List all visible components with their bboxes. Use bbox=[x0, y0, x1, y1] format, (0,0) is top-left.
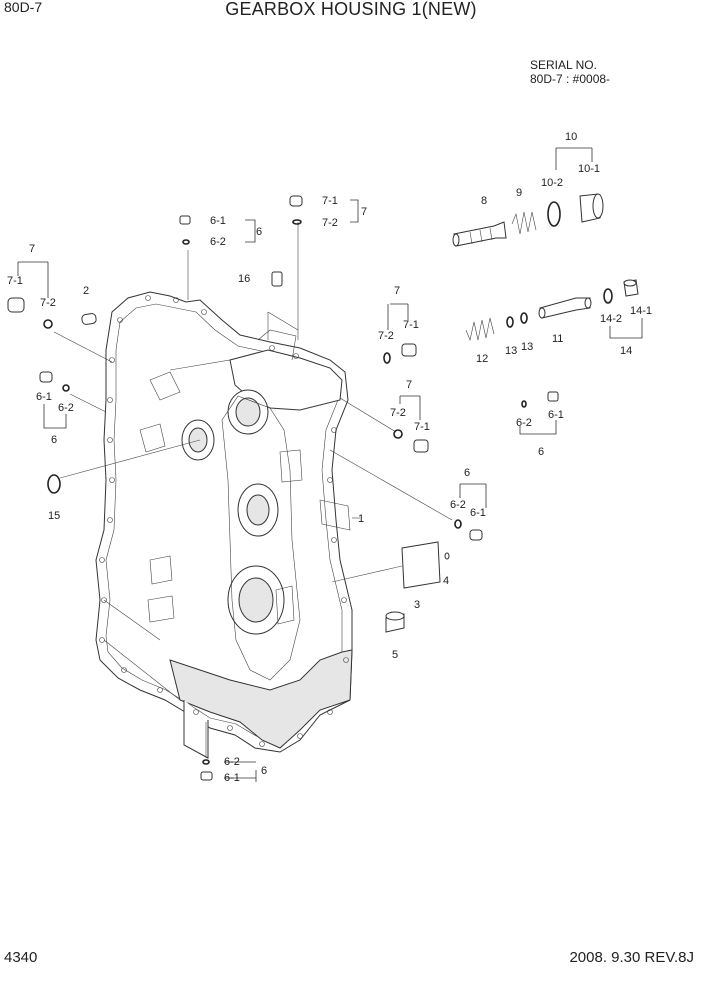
callout-6-2-top: 6-2 bbox=[210, 236, 226, 248]
spool-11 bbox=[539, 297, 591, 319]
date-revision: 2008. 9.30 REV.8J bbox=[569, 949, 694, 966]
callout-3: 3 bbox=[414, 599, 420, 611]
callout-2: 2 bbox=[83, 285, 89, 297]
plug-6-1-right bbox=[547, 391, 559, 402]
callout-7-1-lower: 7-1 bbox=[414, 421, 430, 433]
callout-9: 9 bbox=[516, 187, 522, 199]
oring-6-2-top bbox=[182, 239, 190, 245]
model-code: 80D-7 bbox=[4, 0, 43, 15]
callout-6-1-lowright: 6-1 bbox=[470, 507, 486, 519]
cover-plate-3 bbox=[401, 541, 441, 589]
oring-6-2-lowright bbox=[454, 519, 462, 529]
oring-7-2-left bbox=[43, 319, 53, 329]
callout-5: 5 bbox=[392, 649, 398, 661]
oring-10-2 bbox=[547, 201, 561, 227]
plug-7-1-mid bbox=[401, 343, 417, 357]
plug-7-1-left bbox=[7, 297, 25, 313]
callout-6-lowright: 6 bbox=[464, 467, 470, 479]
oring-13a bbox=[506, 316, 514, 328]
callout-7-1-top: 7-1 bbox=[322, 195, 338, 207]
callout-15: 15 bbox=[48, 510, 60, 522]
plug-4 bbox=[444, 552, 450, 560]
callout-14-2: 14-2 bbox=[600, 313, 622, 325]
oring-7-2-lower bbox=[393, 429, 403, 439]
callout-7-1-left: 7-1 bbox=[7, 275, 23, 287]
page-title: GEARBOX HOUSING 1(NEW) bbox=[225, 0, 477, 19]
page-number: 4340 bbox=[4, 949, 38, 966]
callout-13a: 13 bbox=[505, 345, 517, 357]
callout-16: 16 bbox=[238, 273, 250, 285]
gearbox-housing-illustration bbox=[95, 291, 353, 759]
dowel-pin-2 bbox=[81, 313, 97, 325]
callout-4: 4 bbox=[443, 575, 449, 587]
callout-13b: 13 bbox=[521, 341, 533, 353]
callout-11: 11 bbox=[552, 333, 563, 345]
leader-lines bbox=[53, 222, 453, 758]
serial-value: 80D-7 : #0008- bbox=[530, 72, 611, 86]
plug-7-1-lower bbox=[413, 439, 429, 453]
plug-6-1-lowright bbox=[469, 529, 483, 541]
callout-7-1-mid: 7-1 bbox=[403, 319, 419, 331]
callout-brackets bbox=[17, 147, 643, 782]
callout-6-right: 6 bbox=[538, 446, 544, 458]
plug-6-1-top bbox=[179, 215, 191, 225]
callout-7-mid: 7 bbox=[394, 285, 400, 297]
callout-7-2-top: 7-2 bbox=[322, 217, 338, 229]
oring-6-2-left bbox=[62, 384, 70, 392]
oring-7-2-mid bbox=[383, 352, 391, 364]
callout-6-1-left: 6-1 bbox=[36, 391, 52, 403]
callout-labels: 1 2 3 4 5 7 7-1 7-2 6-1 6-2 6 16 7-1 7-2… bbox=[7, 131, 652, 784]
callout-6-2-right: 6-2 bbox=[516, 417, 532, 429]
oring-7-2-top bbox=[292, 219, 302, 225]
plug-16 bbox=[271, 271, 283, 287]
callout-7-lower: 7 bbox=[406, 379, 412, 391]
callout-6-top: 6 bbox=[256, 226, 262, 238]
callout-7-top: 7 bbox=[361, 206, 367, 218]
spring-12 bbox=[465, 317, 495, 342]
callout-7-2-left: 7-2 bbox=[40, 297, 56, 309]
callout-1: 1 bbox=[358, 513, 364, 525]
plug-6-1-left bbox=[39, 371, 53, 383]
callout-6-1-top: 6-1 bbox=[210, 215, 226, 227]
oring-13b bbox=[520, 312, 528, 324]
callout-10: 10 bbox=[565, 131, 577, 143]
callout-6-bottom: 6 bbox=[261, 765, 267, 777]
callout-8: 8 bbox=[481, 195, 487, 207]
callout-6-2-left: 6-2 bbox=[58, 402, 74, 414]
callout-10-1: 10-1 bbox=[578, 163, 600, 175]
oring-6-2-bottom bbox=[202, 759, 210, 765]
callout-6-1-right: 6-1 bbox=[548, 409, 564, 421]
callout-10-2: 10-2 bbox=[541, 177, 563, 189]
callout-14-1: 14-1 bbox=[630, 305, 652, 317]
callout-6-2-lowright: 6-2 bbox=[450, 499, 466, 511]
callout-14: 14 bbox=[620, 345, 632, 357]
valve-8 bbox=[453, 221, 507, 247]
spring-9 bbox=[511, 211, 537, 235]
oring-6-2-right bbox=[521, 400, 527, 408]
callout-7-left: 7 bbox=[29, 243, 35, 255]
plug-7-1-top bbox=[289, 195, 303, 207]
callout-7-2-lower: 7-2 bbox=[390, 407, 406, 419]
callout-12: 12 bbox=[476, 353, 488, 365]
small-parts bbox=[7, 193, 639, 781]
callout-6-left: 6 bbox=[51, 434, 57, 446]
serial-label: SERIAL NO. bbox=[530, 58, 597, 72]
callout-7-2-mid: 7-2 bbox=[378, 330, 394, 342]
oring-15 bbox=[47, 474, 61, 494]
oring-14-2 bbox=[603, 288, 613, 304]
callout-6-2-bottom: 6-2 bbox=[224, 756, 240, 768]
callout-6-1-bottom: 6-1 bbox=[224, 772, 240, 784]
plug-6-1-bottom bbox=[200, 771, 213, 781]
